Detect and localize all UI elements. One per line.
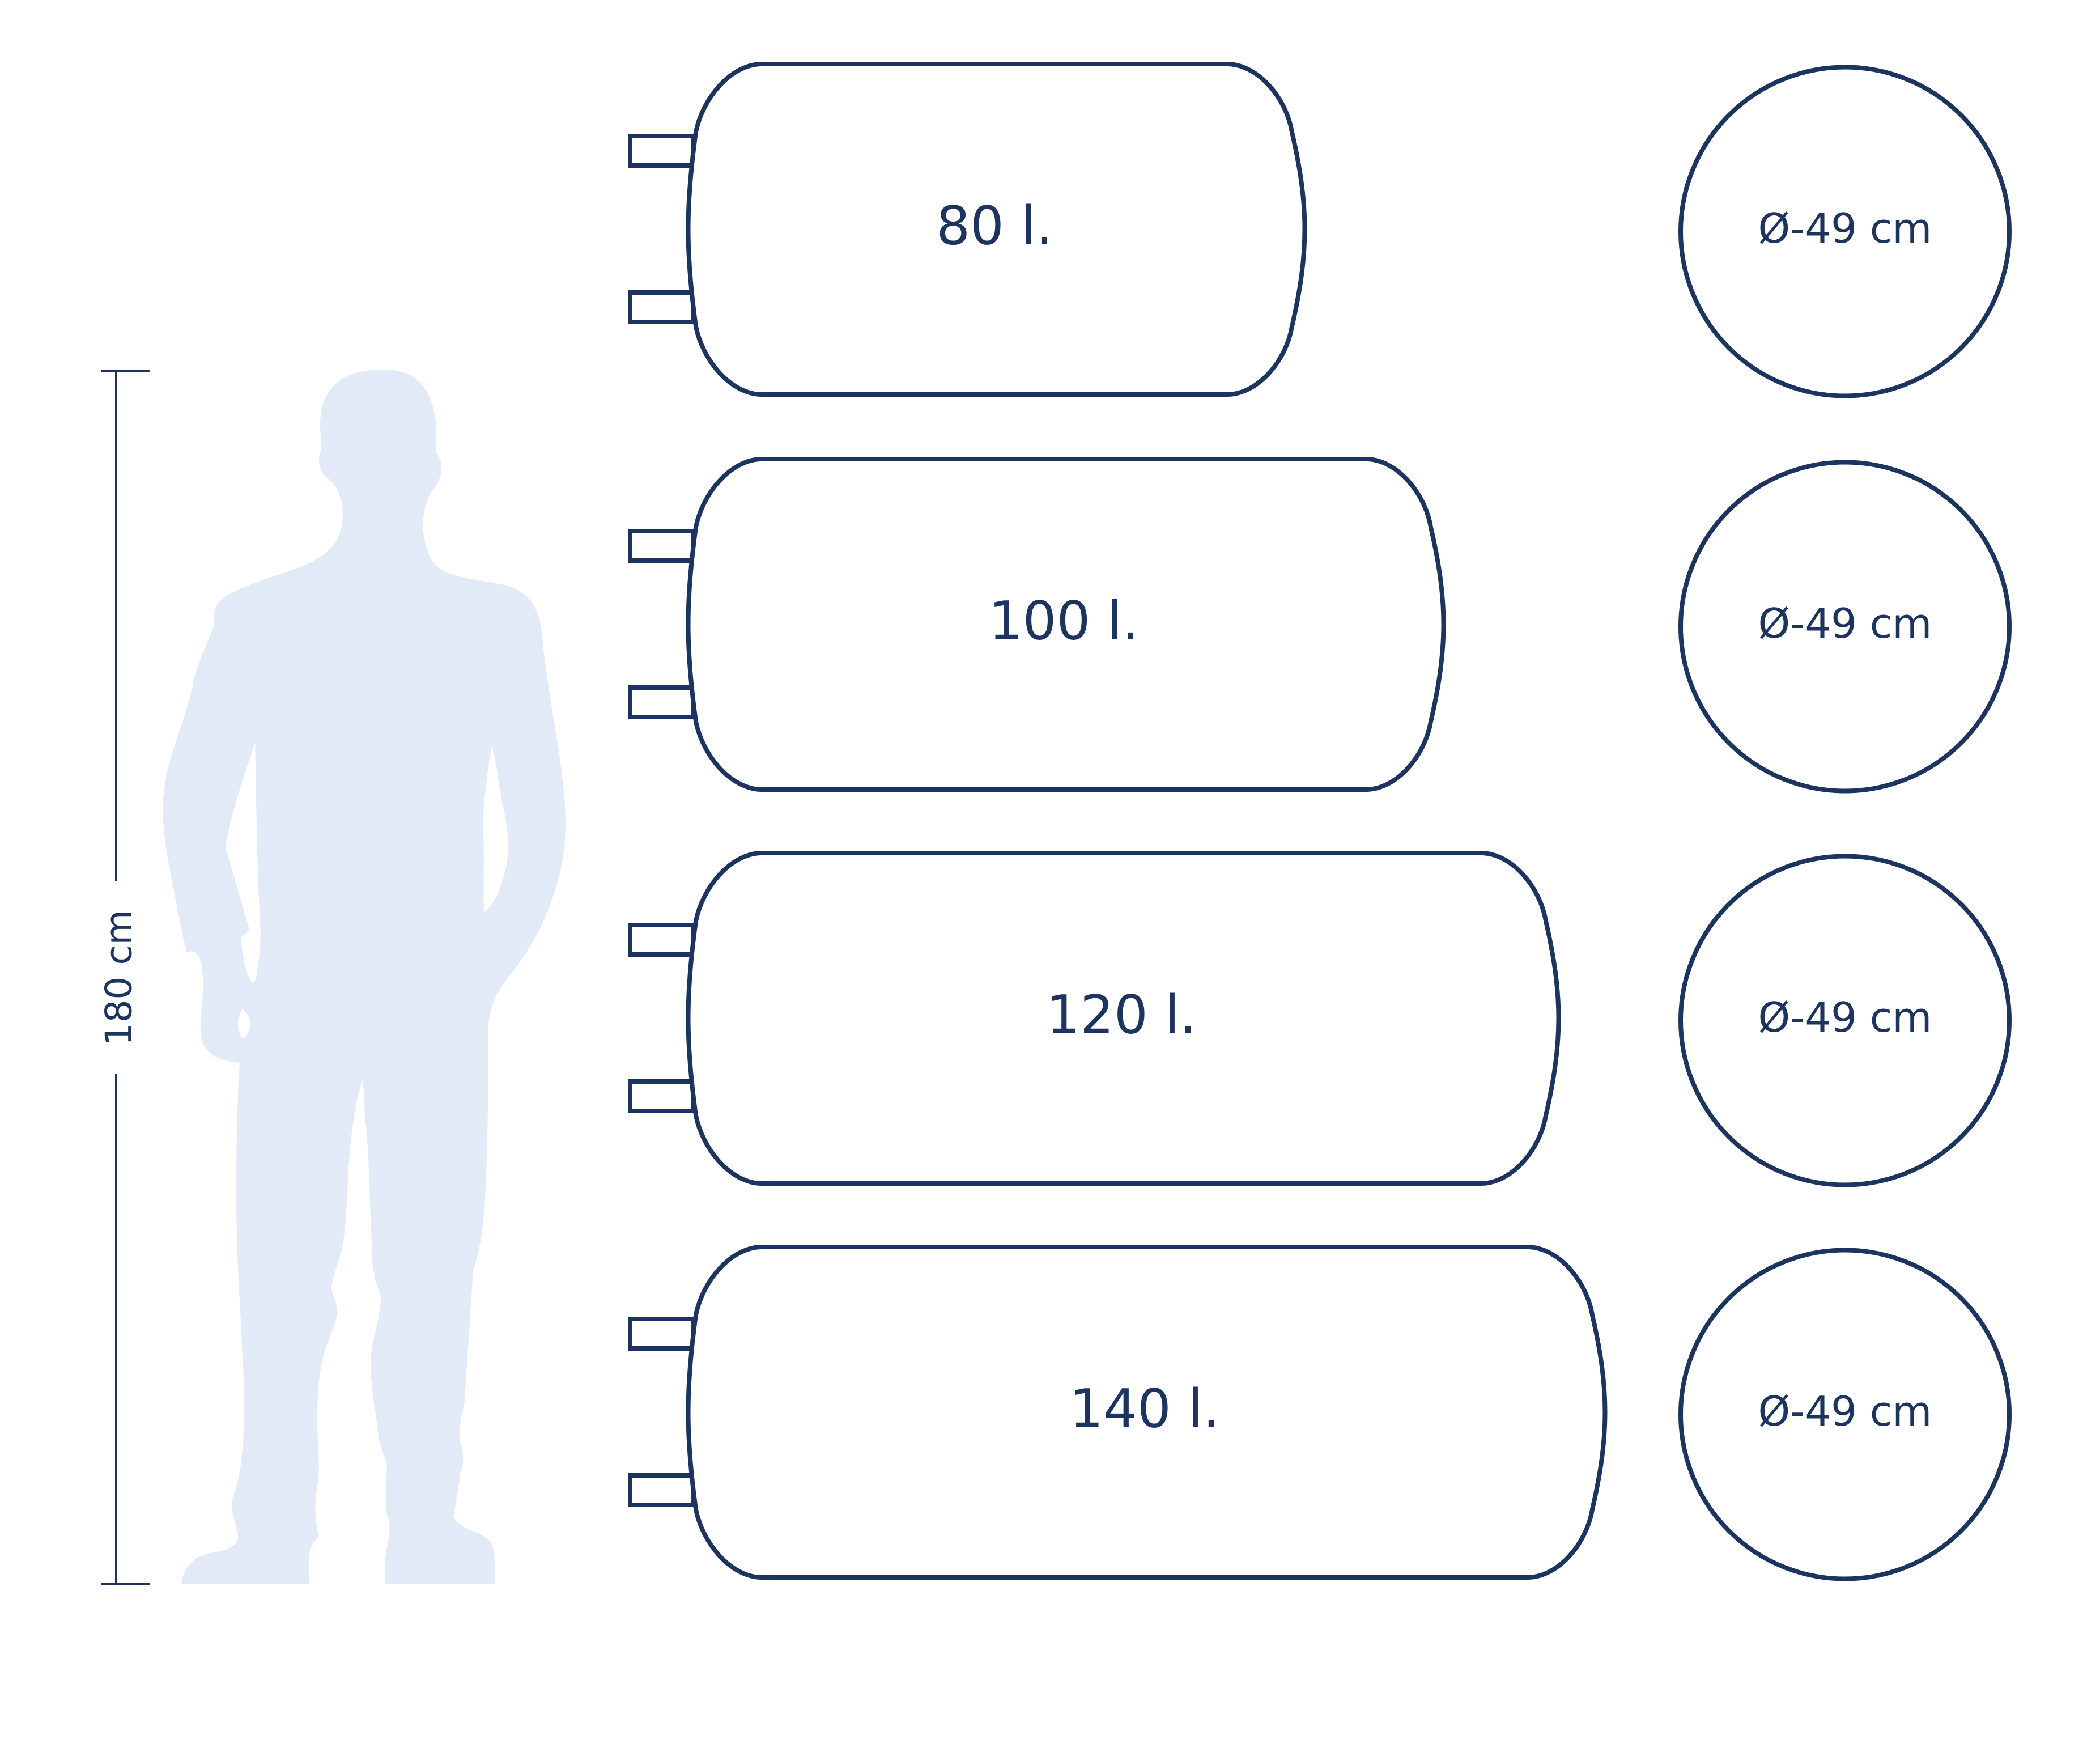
tank-body: [686, 1245, 1608, 1580]
tank-diameter-label: Ø-49 cm: [1758, 205, 1932, 252]
tank-group: 120 l. Ø-49 cm: [628, 851, 2012, 1187]
height-scale: [101, 370, 150, 1585]
tank-top-bracket: [628, 529, 696, 563]
tank-top-bracket: [628, 1317, 696, 1351]
tank-bottom-bracket: [628, 290, 696, 324]
tank-capacity-label: 80 l.: [936, 195, 1053, 257]
tank-diameter-circle: [1678, 460, 2012, 794]
tank-diameter-circle: [1678, 854, 2012, 1187]
height-scale-label: 180 cm: [99, 910, 141, 1046]
tank-body: [686, 62, 1307, 397]
tank-diameter-circle: [1678, 1248, 2012, 1581]
person-hand-gap: [237, 1009, 251, 1038]
tank-bottom-bracket: [628, 685, 696, 719]
tank-group: 140 l. Ø-49 cm: [628, 1245, 2012, 1581]
tank-diameter-label: Ø-49 cm: [1758, 600, 1932, 647]
tank-capacity-label: 140 l.: [1069, 1378, 1219, 1440]
person-right-arm-gap: [483, 745, 508, 913]
person-silhouette-icon: [163, 369, 566, 1585]
tank-top-bracket: [628, 923, 696, 957]
tank-bottom-bracket: [628, 1079, 696, 1113]
tank-diameter-label: Ø-49 cm: [1758, 994, 1932, 1041]
tank-body: [686, 851, 1561, 1186]
tank-group: 80 l. Ø-49 cm: [628, 62, 2012, 398]
tank-body: [686, 457, 1446, 792]
person-left-arm-gap: [226, 743, 261, 983]
tank-capacity-label: 120 l.: [1046, 984, 1196, 1046]
tank-diameter-circle: [1678, 65, 2012, 398]
tank-capacity-label: 100 l.: [989, 590, 1139, 652]
tank-diameter-label: Ø-49 cm: [1758, 1388, 1932, 1435]
tank-group: 100 l. Ø-49 cm: [628, 457, 2012, 794]
tank-bottom-bracket: [628, 1473, 696, 1507]
tank-top-bracket: [628, 134, 696, 168]
